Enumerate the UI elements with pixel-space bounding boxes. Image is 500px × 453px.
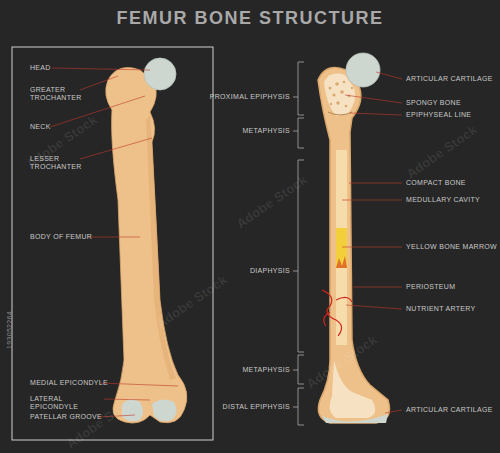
femoral-head — [144, 58, 176, 90]
region-bracket — [293, 62, 304, 425]
leader-line — [50, 68, 402, 417]
part-label: EPIPHYSEAL LINE — [406, 111, 498, 119]
part-label: ARTICULAR CARTILAGE — [406, 75, 498, 83]
spongy-pores — [329, 81, 354, 108]
part-label: PERIOSTEUM — [406, 283, 498, 291]
region-label: METAPHYSIS — [200, 366, 290, 374]
region-label: DISTAL EPIPHYSIS — [200, 403, 290, 411]
nutrient-artery — [322, 290, 352, 336]
watermark: Adobe Stock — [234, 168, 316, 231]
watermark: Adobe Stock — [154, 268, 236, 331]
watermark: Adobe Stock — [24, 108, 106, 171]
femur-exterior — [106, 58, 187, 423]
epiphyseal-line — [328, 112, 352, 115]
part-label: MEDIAL EPICONDYLE — [30, 379, 110, 387]
region-label: METAPHYSIS — [200, 127, 290, 135]
marrow-tip — [336, 256, 347, 268]
region-label: DIAPHYSIS — [200, 267, 290, 275]
yellow-bone-marrow — [336, 228, 347, 268]
frame-box — [12, 47, 213, 440]
articular-cartilage — [322, 414, 388, 423]
part-label: GREATER TROCHANTER — [30, 86, 80, 102]
part-label: SPONGY BONE — [406, 99, 498, 107]
bone-shading — [146, 115, 176, 380]
part-label: HEAD — [30, 64, 90, 72]
region-label: PROXIMAL EPIPHYSIS — [200, 93, 290, 101]
femur-body — [106, 68, 187, 424]
watermark: Adobe Stock — [404, 118, 486, 181]
part-label: BODY OF FEMUR — [30, 233, 110, 241]
articular-cartilage — [346, 53, 380, 87]
medullary-cavity — [336, 150, 347, 345]
watermark: 193052264 — [6, 300, 14, 360]
part-label: YELLOW BONE MARROW — [406, 243, 498, 251]
part-label: LATERAL EPICONDYLE — [30, 395, 110, 411]
part-label: ARTICULAR CARTILAGE — [406, 406, 498, 414]
part-label: MEDULLARY CAVITY — [406, 196, 498, 204]
part-label: NUTRIENT ARTERY — [406, 305, 498, 313]
part-label: COMPACT BONE — [406, 179, 498, 187]
condyle-cartilage — [152, 399, 177, 421]
diagram-title: FEMUR BONE STRUCTURE — [0, 8, 500, 29]
